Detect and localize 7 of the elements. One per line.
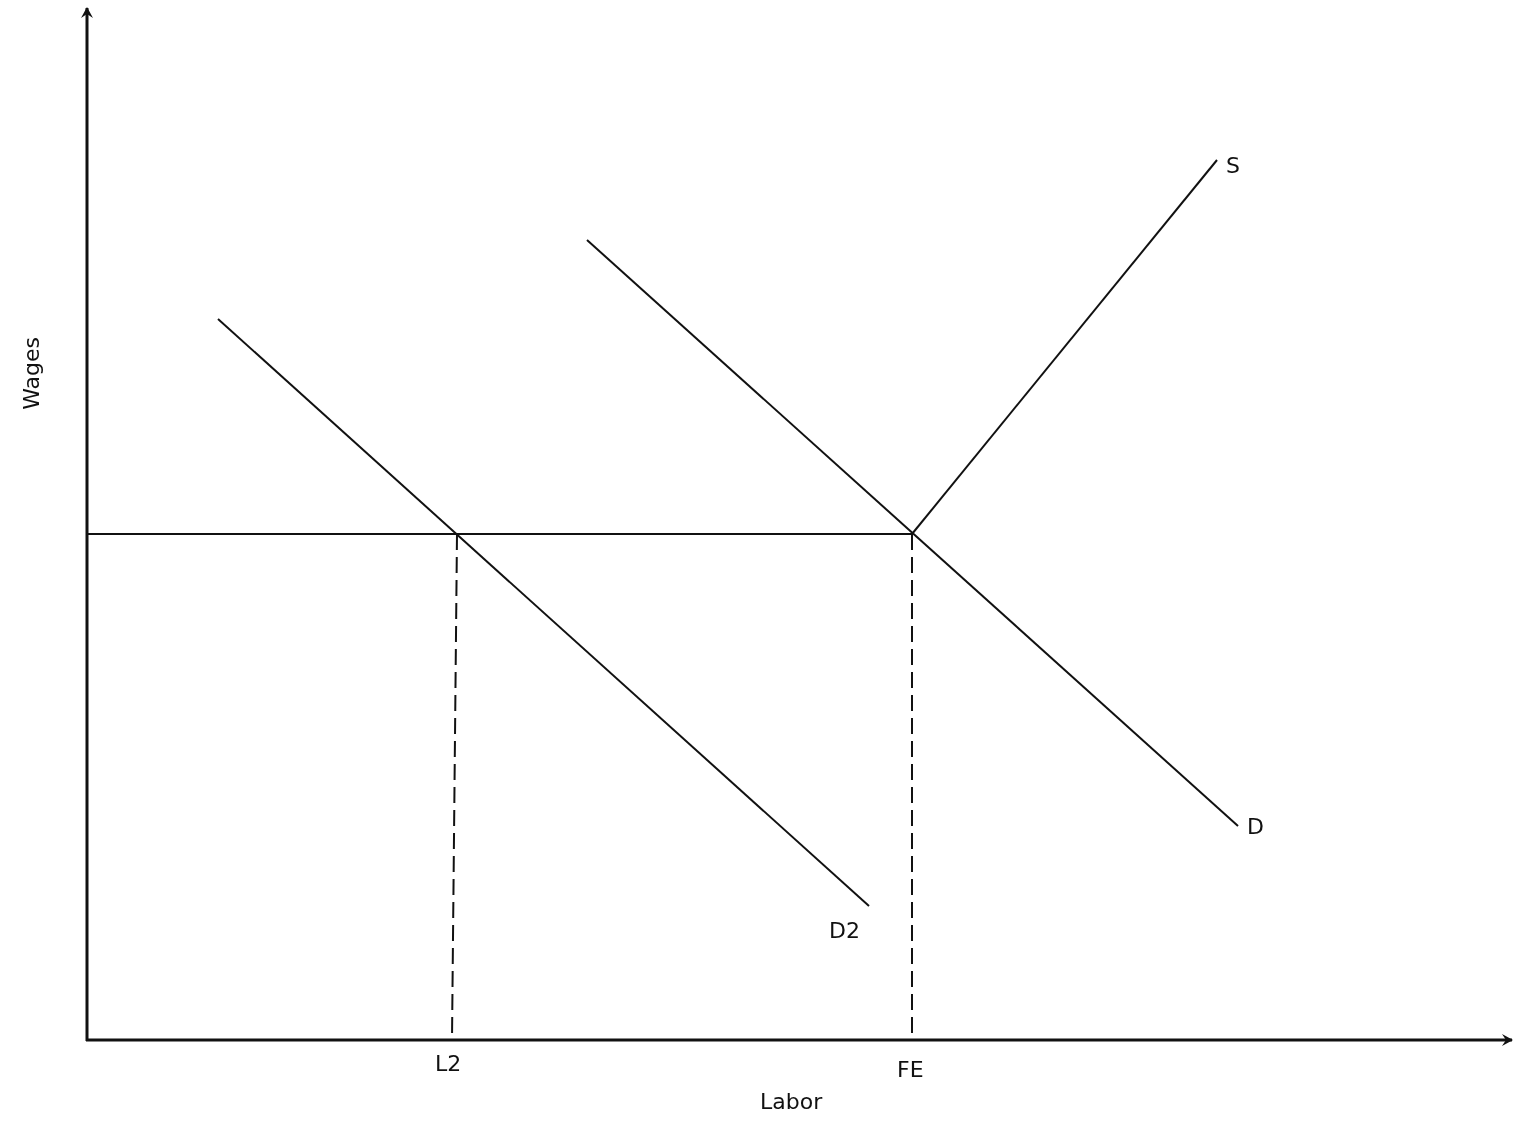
- curve-label: S: [1226, 155, 1240, 177]
- axis-title: Labor: [760, 1091, 823, 1113]
- axis-tick-label: L2: [435, 1053, 462, 1075]
- axis-title: Wages: [21, 336, 43, 410]
- curve-label: D: [1247, 816, 1264, 838]
- axis-tick-label: FE: [897, 1059, 924, 1081]
- curve-label: D2: [829, 920, 860, 942]
